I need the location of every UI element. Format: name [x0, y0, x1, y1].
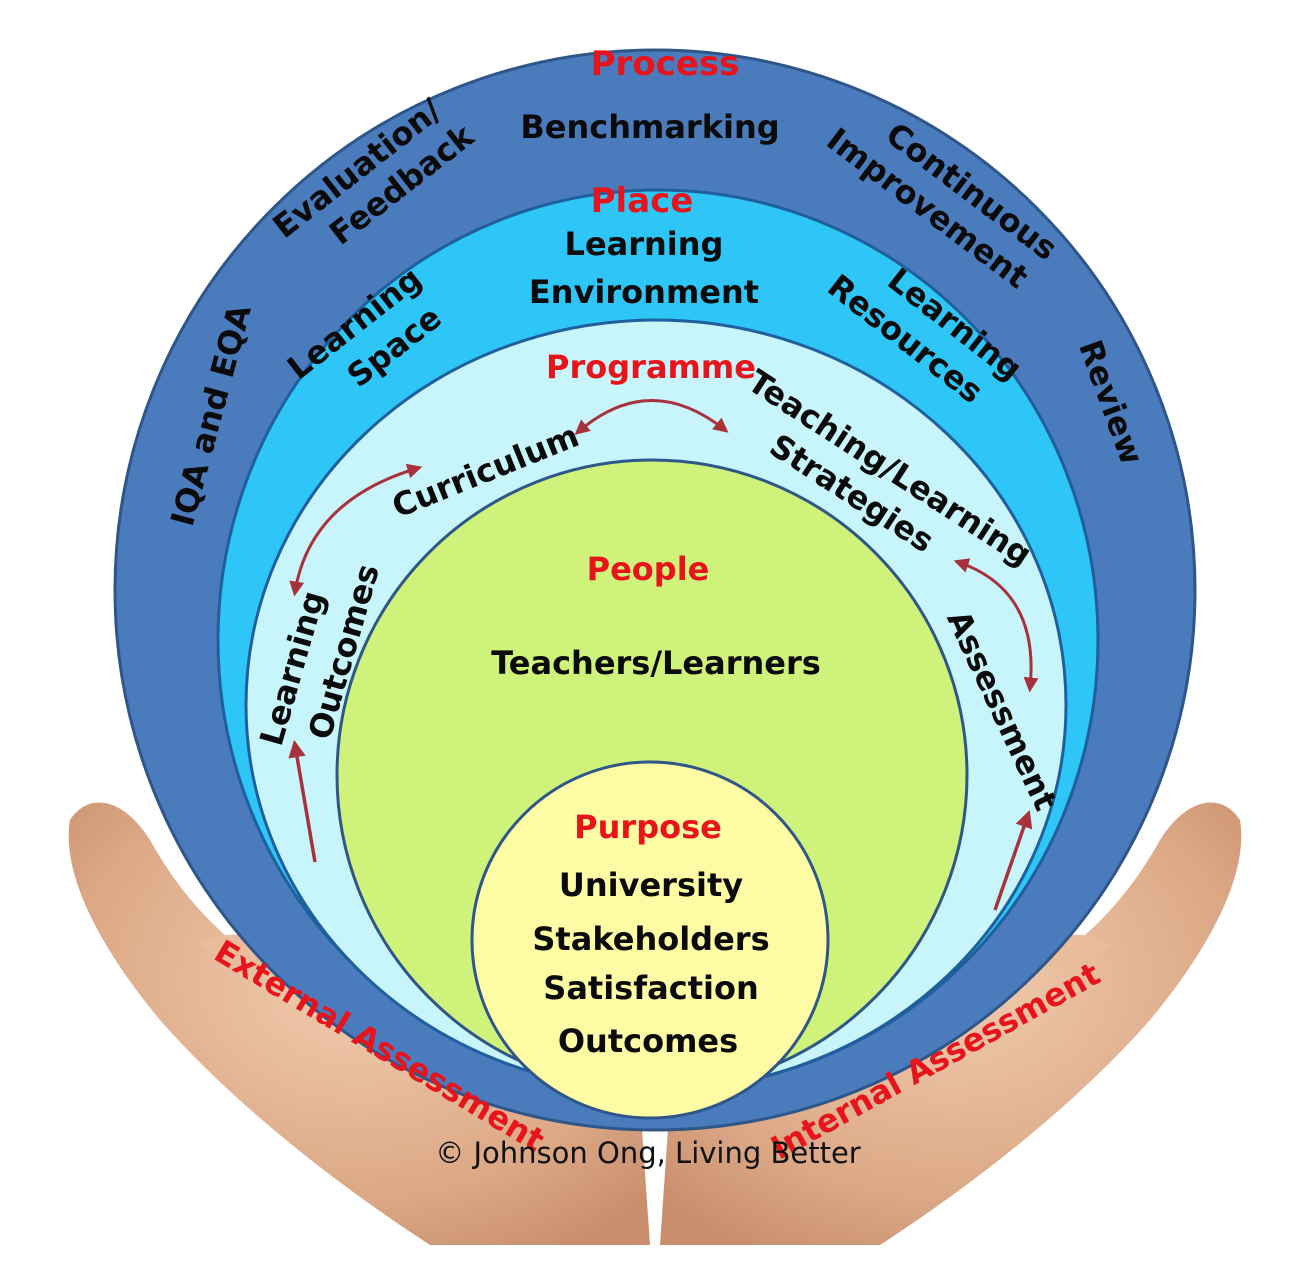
arrow-teaching-assessment [953, 558, 1039, 693]
purpose-line1: University [559, 866, 743, 904]
arrow-up-left [288, 739, 317, 863]
purpose-line4: Outcomes [558, 1022, 738, 1060]
people-title: People [587, 550, 710, 588]
environment-label-line2: Environment [529, 273, 759, 311]
purpose-line2: Stakeholders [532, 920, 769, 958]
environment-label-line1: Learning [565, 225, 724, 263]
arrow-curriculum-teaching [574, 399, 729, 435]
purpose-line3: Satisfaction [543, 969, 758, 1007]
purpose-ring [470, 760, 830, 1120]
programme-title: Programme [546, 348, 756, 386]
arrow-up-right [993, 810, 1033, 911]
people-members-label: Teachers/Learners [491, 644, 821, 682]
arrow-curriculum-outcomes [289, 463, 423, 597]
benchmarking-label: Benchmarking [520, 108, 779, 146]
place-title: Place [591, 181, 694, 221]
copyright-text: © Johnson Ong, Living Better [435, 1136, 861, 1170]
purpose-title: Purpose [574, 808, 722, 846]
process-title: Process [591, 44, 740, 84]
